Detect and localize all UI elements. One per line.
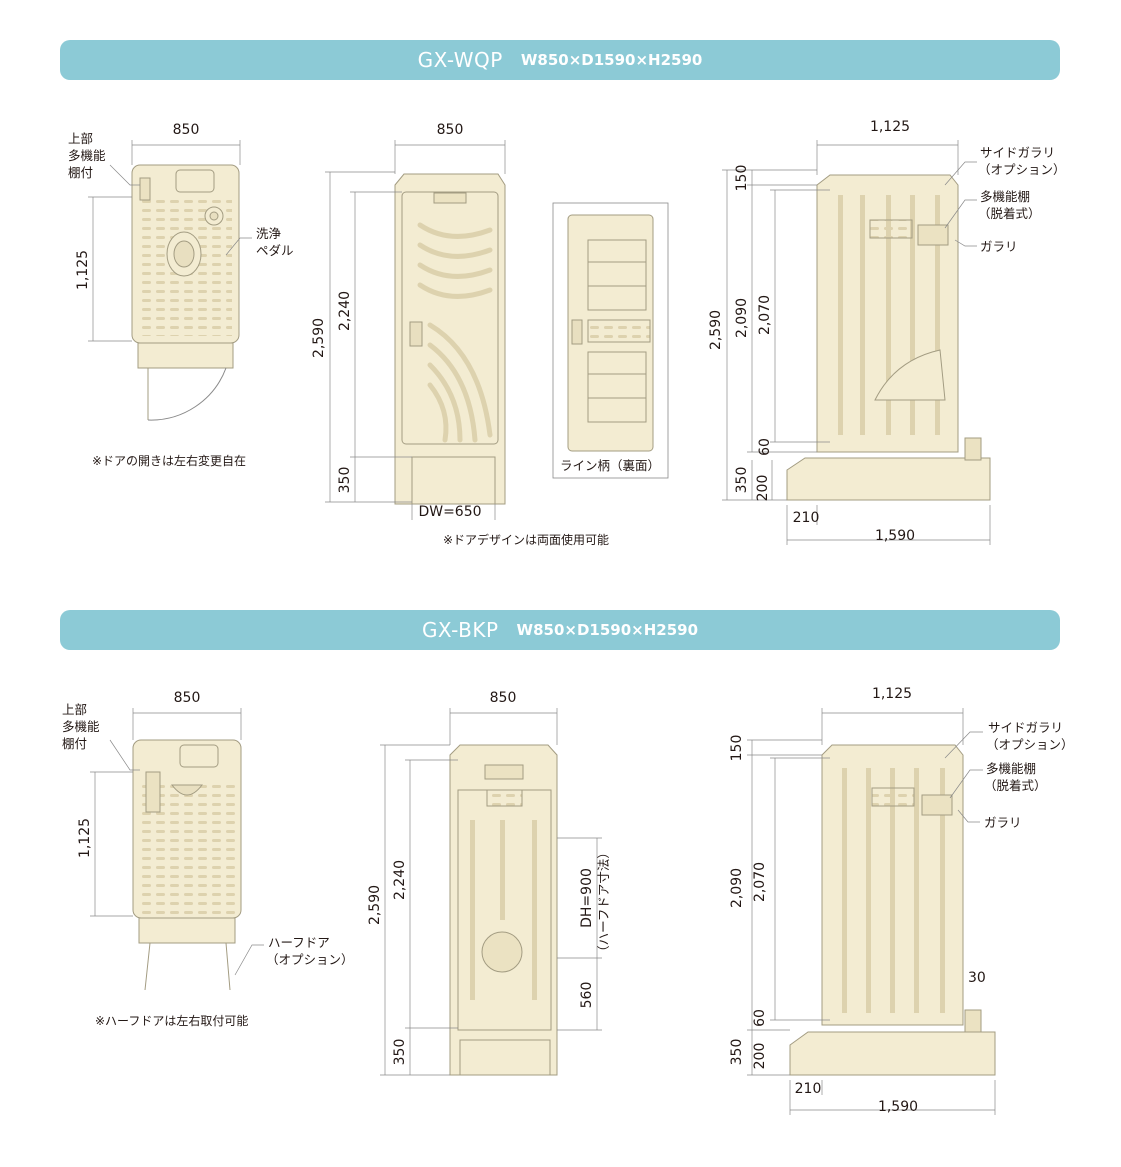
dim-top: 150 bbox=[729, 735, 745, 762]
dim-inner-height2: 2,070 bbox=[757, 295, 773, 335]
section-banner-bkp: GX-BKP W850×D1590×H2590 bbox=[60, 610, 1060, 650]
dim-depth: 1,125 bbox=[75, 250, 91, 290]
model-name: GX-WQP bbox=[417, 48, 503, 72]
pedal-label-line2: ペダル bbox=[256, 243, 294, 258]
dim-door-height: 2,240 bbox=[392, 860, 408, 900]
model-name: GX-BKP bbox=[421, 618, 499, 642]
model-dimensions: W850×D1590×H2590 bbox=[520, 51, 703, 69]
gallery-label: ガラリ bbox=[980, 239, 1018, 254]
wqp-top-view bbox=[131, 164, 240, 421]
dim-gap: 60 bbox=[752, 1009, 768, 1027]
shelf-label-line1: 上部 bbox=[68, 131, 93, 146]
wqp-front-dims bbox=[325, 140, 506, 520]
shelf-label-line3: 棚付 bbox=[62, 736, 87, 751]
dim-step: 210 bbox=[795, 1081, 822, 1097]
door-height-note: （ハーフドア寸法） bbox=[596, 846, 611, 958]
dim-depth: 1,125 bbox=[872, 686, 912, 702]
door-back-caption: ライン柄（裏面） bbox=[560, 458, 660, 473]
wqp-side-view bbox=[786, 174, 991, 501]
dim-width: 850 bbox=[437, 122, 464, 138]
dim-inner-height: 2,090 bbox=[729, 868, 745, 908]
bkp-front-dims bbox=[380, 708, 602, 1076]
dim-base: 350 bbox=[337, 467, 353, 494]
bkp-front-view bbox=[449, 744, 558, 1076]
shelf-label-line1: 上部 bbox=[62, 702, 87, 717]
door-width-label: DW=650 bbox=[418, 504, 481, 520]
wqp-front-view bbox=[394, 173, 506, 505]
dim-width: 850 bbox=[174, 690, 201, 706]
half-door-label: ハーフドア bbox=[268, 935, 330, 950]
dim-door-height: 2,240 bbox=[337, 291, 353, 331]
dim-base: 350 bbox=[729, 1039, 745, 1066]
bkp-top-dims bbox=[90, 708, 264, 976]
shelf-label-line2: 多機能 bbox=[68, 148, 106, 163]
dim-height: 2,590 bbox=[708, 310, 724, 350]
door-design-note: ※ドアデザインは両面使用可能 bbox=[443, 533, 610, 547]
side-gallery-label: サイドガラリ bbox=[980, 145, 1055, 160]
shelf-removable: （脱着式） bbox=[984, 778, 1047, 793]
dim-floor: 200 bbox=[755, 475, 771, 502]
model-dimensions: W850×D1590×H2590 bbox=[516, 621, 699, 639]
half-door-option: （オプション） bbox=[266, 952, 354, 967]
door-height-label: DH=900 bbox=[579, 868, 595, 928]
dim-small-gap: 30 bbox=[968, 970, 986, 986]
dim-base: 350 bbox=[392, 1039, 408, 1066]
dim-width: 850 bbox=[490, 690, 517, 706]
door-back-view bbox=[552, 202, 669, 479]
dim-shelf-depth: 1,125 bbox=[77, 818, 93, 858]
shelf-label: 多機能棚 bbox=[986, 761, 1036, 776]
dim-inner-height2: 2,070 bbox=[752, 862, 768, 902]
shelf-removable: （脱着式） bbox=[978, 206, 1041, 221]
side-gallery-option: （オプション） bbox=[978, 162, 1066, 177]
wqp-top-dims bbox=[88, 140, 252, 342]
dim-gap: 60 bbox=[757, 438, 773, 456]
dim-width: 850 bbox=[173, 122, 200, 138]
gallery-label: ガラリ bbox=[984, 815, 1022, 830]
dim-height: 2,590 bbox=[367, 885, 383, 925]
bkp-top-view bbox=[132, 739, 242, 991]
pedal-label-line1: 洗浄 bbox=[256, 226, 282, 241]
dim-step: 210 bbox=[793, 510, 820, 526]
dim-top: 150 bbox=[734, 165, 750, 192]
dim-length: 1,590 bbox=[878, 1099, 918, 1115]
shelf-label-line3: 棚付 bbox=[68, 165, 93, 180]
section-banner-wqp: GX-WQP W850×D1590×H2590 bbox=[60, 40, 1060, 80]
dim-height: 2,590 bbox=[311, 318, 327, 358]
side-gallery-label: サイドガラリ bbox=[988, 720, 1063, 735]
shelf-label-line2: 多機能 bbox=[62, 719, 100, 734]
dim-length: 1,590 bbox=[875, 528, 915, 544]
half-door-note: ※ハーフドアは左右取付可能 bbox=[95, 1014, 249, 1028]
wqp-side-dims bbox=[722, 140, 991, 545]
dim-floor: 200 bbox=[752, 1043, 768, 1070]
shelf-label: 多機能棚 bbox=[980, 189, 1030, 204]
door-swing-note: ※ドアの開きは左右変更自在 bbox=[92, 454, 247, 468]
dim-base: 350 bbox=[734, 467, 750, 494]
dim-depth: 1,125 bbox=[870, 119, 910, 135]
bkp-side-dims bbox=[747, 708, 996, 1115]
dim-inner-height: 2,090 bbox=[734, 298, 750, 338]
side-gallery-option: （オプション） bbox=[986, 737, 1074, 752]
dim-dh: 560 bbox=[579, 982, 595, 1009]
bkp-side-view bbox=[789, 744, 996, 1076]
